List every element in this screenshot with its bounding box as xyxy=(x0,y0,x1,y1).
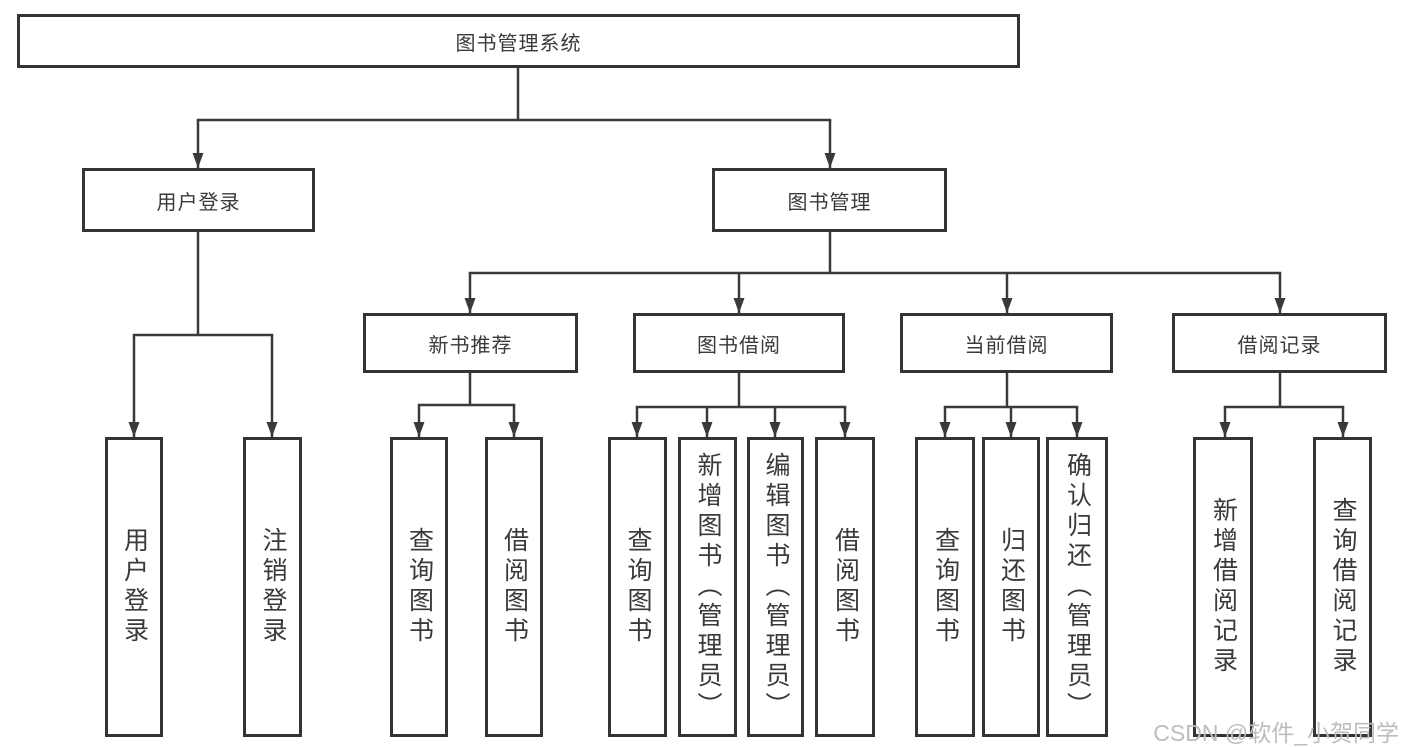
leaf-query-books-borrowing: 查询图书 xyxy=(608,437,667,737)
node-current-borrowing-label: 当前借阅 xyxy=(964,334,1049,357)
leaf-query-books-current: 查询图书 xyxy=(915,437,975,737)
leaf-borrow-books-recommend: 借阅图书 xyxy=(485,437,543,737)
node-current-borrowing: 当前借阅 xyxy=(900,313,1113,373)
leaf-add-books-admin: 新增图书（管理员） xyxy=(678,437,737,737)
leaf-query-books-borrowing-label: 查询图书 xyxy=(624,527,652,647)
node-new-book-recommendation: 新书推荐 xyxy=(363,313,578,373)
leaf-confirm-return-admin: 确认归还（管理员） xyxy=(1046,437,1108,737)
leaf-query-books-recommend-label: 查询图书 xyxy=(405,527,434,647)
leaf-add-borrow-record-label: 新增借阅记录 xyxy=(1209,497,1238,677)
node-root-label: 图书管理系统 xyxy=(455,32,582,55)
leaf-return-books-label: 归还图书 xyxy=(997,527,1026,647)
node-book-management-label: 图书管理 xyxy=(787,191,872,214)
leaf-user-login-label: 用户登录 xyxy=(120,527,149,647)
leaf-borrow-books-borrowing: 借阅图书 xyxy=(815,437,875,737)
node-new-book-recommendation-label: 新书推荐 xyxy=(428,334,513,357)
leaf-return-books: 归还图书 xyxy=(982,437,1040,737)
watermark: CSDN @软件_小贺同学 xyxy=(1153,720,1399,746)
leaf-borrow-books-borrowing-label: 借阅图书 xyxy=(831,527,860,647)
leaf-confirm-return-admin-label: 确认归还（管理员） xyxy=(1063,452,1092,722)
node-root: 图书管理系统 xyxy=(17,14,1020,68)
leaf-query-borrow-record-label: 查询借阅记录 xyxy=(1329,497,1357,677)
node-user-login: 用户登录 xyxy=(82,168,315,232)
leaf-query-borrow-record: 查询借阅记录 xyxy=(1313,437,1372,737)
leaf-logout: 注销登录 xyxy=(243,437,302,737)
leaf-borrow-books-recommend-label: 借阅图书 xyxy=(500,527,529,647)
node-book-borrowing-label: 图书借阅 xyxy=(697,334,781,357)
leaf-add-borrow-record: 新增借阅记录 xyxy=(1193,437,1253,737)
node-book-management: 图书管理 xyxy=(712,168,947,232)
node-borrowing-records-label: 借阅记录 xyxy=(1237,334,1322,357)
leaf-edit-books-admin: 编辑图书（管理员） xyxy=(747,437,804,737)
node-book-borrowing: 图书借阅 xyxy=(633,313,845,373)
leaf-query-books-current-label: 查询图书 xyxy=(931,527,960,647)
leaf-add-books-admin-label: 新增图书（管理员） xyxy=(694,452,722,722)
node-borrowing-records: 借阅记录 xyxy=(1172,313,1387,373)
leaf-logout-label: 注销登录 xyxy=(259,527,287,647)
leaf-user-login: 用户登录 xyxy=(105,437,163,737)
leaf-edit-books-admin-label: 编辑图书（管理员） xyxy=(762,452,790,722)
leaf-query-books-recommend: 查询图书 xyxy=(390,437,448,737)
node-user-login-label: 用户登录 xyxy=(156,191,241,214)
